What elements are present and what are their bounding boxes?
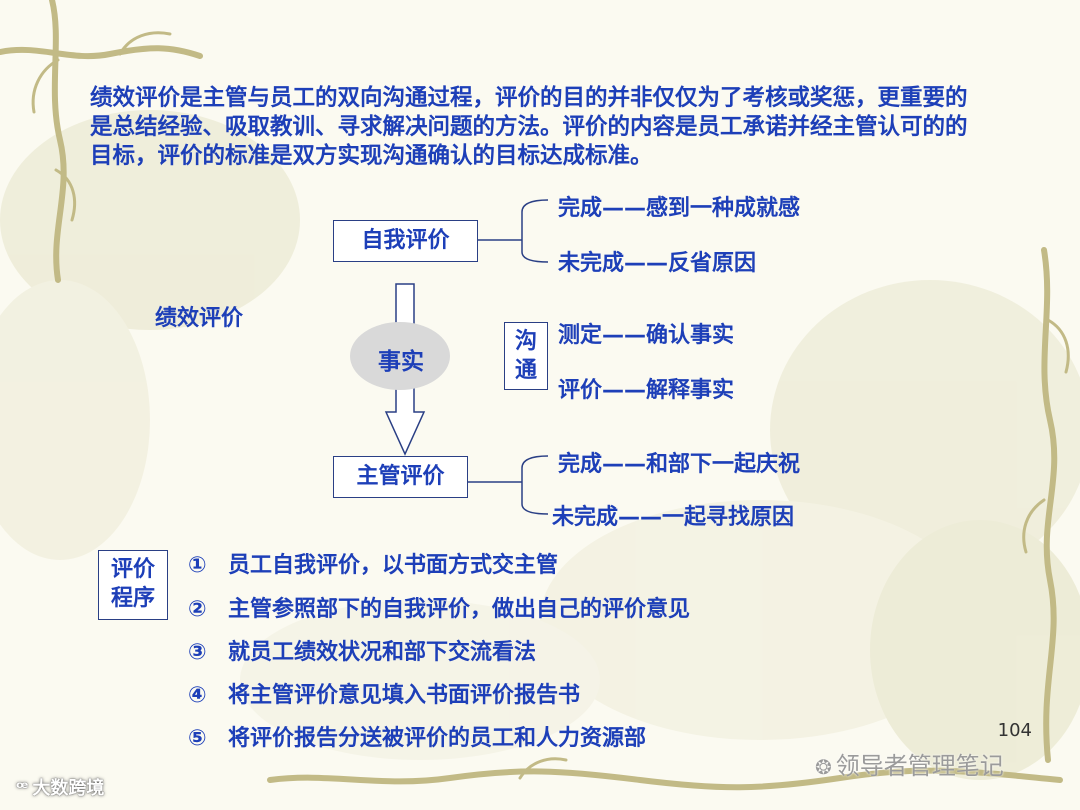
manager-eval-box: 主管评价: [333, 456, 468, 498]
procedure-box: 评价 程序: [98, 550, 168, 620]
page-number: 104: [997, 720, 1032, 741]
procedure-step-3: ③ 就员工绩效状况和部下交流看法: [188, 634, 536, 666]
vine-left: [31, 0, 77, 283]
procedure-step-5: ⑤ 将评价报告分送被评价的员工和人力资源部: [188, 720, 646, 752]
step-text: 主管参照部下的自我评价，做出自己的评价意见: [228, 597, 691, 622]
self-eval-box: 自我评价: [333, 220, 478, 262]
procedure-step-4: ④ 将主管评价意见填入书面评价报告书: [188, 677, 580, 709]
procedure-step-2: ② 主管参照部下的自我评价，做出自己的评价意见: [188, 591, 690, 623]
step-number: ④: [188, 683, 207, 708]
step-number: ⑤: [188, 726, 207, 751]
self-eval-outcome-complete: 完成——感到一种成就感: [558, 196, 801, 221]
manager-eval-label: 主管评价: [356, 464, 445, 489]
procedure-label-top: 评价: [110, 557, 155, 582]
vine-top: [0, 31, 203, 60]
communication-label-bottom: 通: [514, 358, 537, 383]
step-text: 将评价报告分送被评价的员工和人力资源部: [228, 726, 647, 751]
diagram-title: 绩效评价: [155, 306, 244, 331]
self-eval-label: 自我评价: [361, 228, 450, 253]
brand-logo-icon: ꟹ: [16, 778, 29, 799]
watermark-right-text: 领导者管理笔记: [835, 752, 1004, 780]
procedure-step-1: ① 员工自我评价，以书面方式交主管: [188, 547, 558, 579]
watermark-wechat: ❂领导者管理笔记: [815, 746, 1004, 781]
fact-label: 事实: [378, 349, 424, 375]
floral-background: [0, 110, 1080, 780]
manager-eval-outcome-complete: 完成——和部下一起庆祝: [558, 452, 801, 477]
communication-item-measure: 测定——确认事实: [558, 323, 735, 348]
step-number: ③: [188, 640, 207, 665]
intro-paragraph: 绩效评价是主管与员工的双向沟通过程，评价的目的并非仅仅为了考核或奖惩，更重要的是…: [90, 85, 968, 169]
communication-box: 沟 通: [504, 322, 548, 390]
step-text: 员工自我评价，以书面方式交主管: [228, 553, 559, 578]
fact-ellipse: [350, 322, 450, 390]
vine-bottom: [267, 757, 1063, 791]
step-number: ①: [188, 553, 207, 578]
vine-right: [1022, 247, 1070, 763]
manager-eval-outcome-incomplete: 未完成——一起寻找原因: [552, 505, 795, 530]
self-eval-outcome-incomplete: 未完成——反省原因: [558, 251, 757, 276]
step-number: ②: [188, 597, 207, 622]
watermark-left-text: 大数跨境: [32, 778, 105, 799]
communication-item-evaluate: 评价——解释事实: [558, 378, 735, 403]
step-text: 将主管评价意见填入书面评价报告书: [228, 683, 581, 708]
wechat-icon: ❂: [815, 755, 832, 779]
communication-label-top: 沟: [514, 329, 537, 354]
step-text: 就员工绩效状况和部下交流看法: [228, 640, 537, 665]
procedure-label-bottom: 程序: [110, 586, 155, 611]
